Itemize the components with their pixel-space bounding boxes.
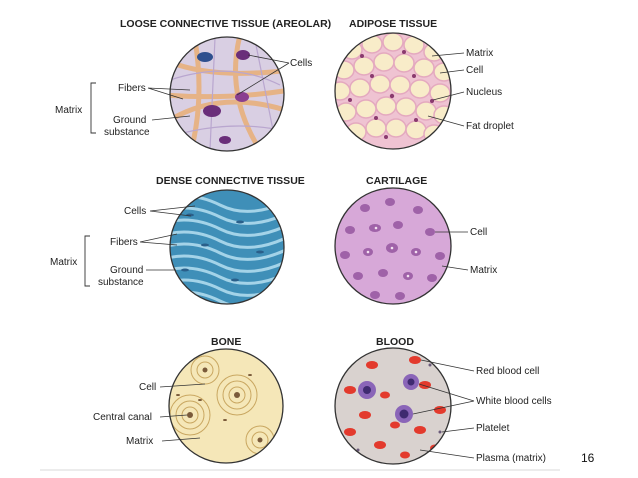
cartilage-matrix-label: Matrix [470,265,497,276]
adipose-title: ADIPOSE TISSUE [349,18,437,30]
cartilage-title: CARTILAGE [366,175,427,187]
loose-fibers-label: Fibers [118,83,146,94]
bone-title: BONE [211,336,241,348]
bone-canal-label: Central canal [93,412,152,423]
adipose-matrix-label: Matrix [466,48,493,59]
loose-title: LOOSE CONNECTIVE TISSUE (AREOLAR) [120,18,331,30]
dense-cells-label: Cells [124,206,146,217]
dense-matrix-label: Matrix [50,257,77,268]
adipose-fat-label: Fat droplet [466,121,514,132]
dense-fibers-label: Fibers [110,237,138,248]
cartilage-cell-label: Cell [470,227,487,238]
dense-title: DENSE CONNECTIVE TISSUE [156,175,305,187]
blood-title: BLOOD [376,336,414,348]
blood-wbc-label: White blood cells [476,396,552,407]
loose-panel: LOOSE CONNECTIVE TISSUE (AREOLAR) [55,18,331,152]
blood-panel: BLOOD Red blood cell W [334,336,552,465]
loose-substance-label: substance [104,127,150,138]
adipose-nucleus-label: Nucleus [466,87,502,98]
loose-circle [169,36,285,152]
blood-circle [334,347,452,465]
blood-rbc-label: Red blood cell [476,366,539,377]
bone-panel: BONE Cell Central canal Matrix [93,336,284,464]
page-number: 16 [581,451,595,465]
bone-matrix-label: Matrix [126,436,153,447]
loose-ground-label: Ground [113,115,146,126]
cartilage-panel: CARTILAGE Cell Matrix [334,175,497,305]
blood-platelet-label: Platelet [476,423,510,434]
bone-circle [168,348,284,464]
loose-matrix-label: Matrix [55,105,82,116]
dense-substance-label: substance [98,277,144,288]
dense-panel: DENSE CONNECTIVE TISSUE Cells [50,175,305,305]
adipose-cell-label: Cell [466,65,483,76]
dense-ground-label: Ground [110,265,143,276]
adipose-circle [334,32,452,150]
dense-matrix [170,190,284,304]
adipose-panel: ADIPOSE TISSUE [334,18,514,150]
bone-cell-label: Cell [139,382,156,393]
blood-plasma-label: Plasma (matrix) [476,453,546,464]
loose-cells-label: Cells [290,58,312,69]
blood-plasma [335,348,451,464]
cartilage-circle [334,187,452,305]
